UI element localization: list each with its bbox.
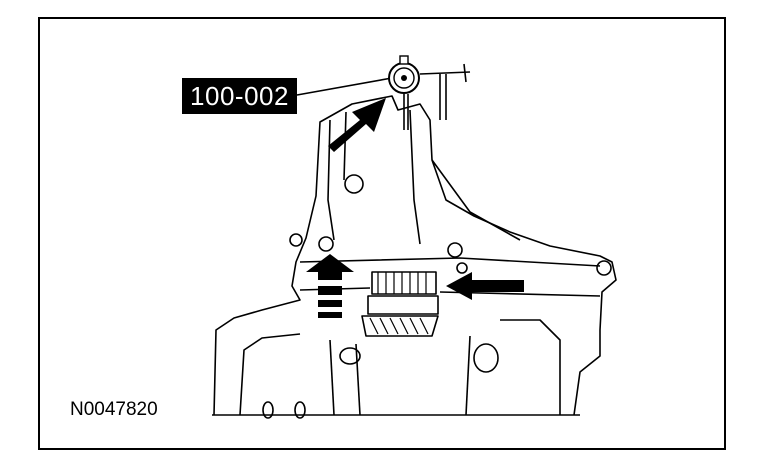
callout-leader-line (296, 77, 393, 96)
arrow-left-icon (446, 272, 524, 300)
arrow-up-bar-3 (318, 312, 342, 318)
arrow-up-bar-1 (318, 286, 342, 295)
arrow-to-gauge-icon (328, 98, 386, 152)
housing-outline (213, 95, 617, 416)
tool-callout-label: 100-002 (182, 78, 297, 114)
figure-frame (38, 17, 726, 450)
arrow-up-bar-2 (318, 300, 342, 307)
figure-id: N0047820 (70, 399, 158, 420)
dial-indicator-gauge (388, 55, 420, 94)
arrow-up-icon (306, 254, 354, 280)
